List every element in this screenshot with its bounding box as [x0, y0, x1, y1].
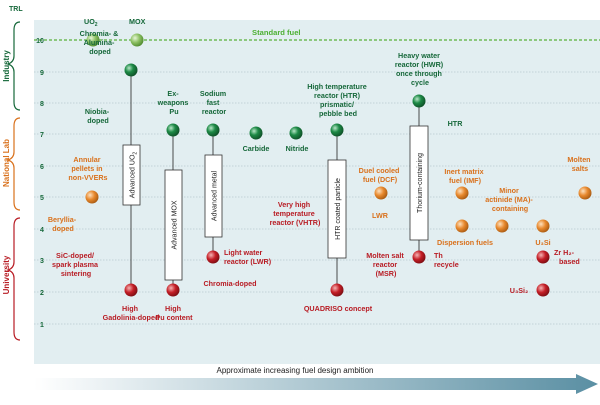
label-zr-h2: Zr H₂- based	[554, 248, 580, 266]
label-lwr-red: Light water reactor (LWR)	[224, 248, 272, 266]
label-u3si: U₃Si	[535, 238, 550, 247]
marker-hwr	[412, 94, 426, 108]
tick-3: 3	[40, 258, 44, 265]
marker-sodium-fast	[206, 123, 220, 137]
tick-6: 6	[40, 164, 44, 171]
marker-htr-prismatic	[330, 123, 344, 137]
label-molten-salts: Molten salts	[567, 155, 592, 173]
label-hwr: Heavy water reactor (HWR) once through c…	[395, 51, 445, 87]
marker-inert-matrix	[455, 186, 469, 200]
label-msr: Molten salt reactor (MSR)	[366, 251, 406, 278]
marker-carbide	[249, 126, 263, 140]
band-national-lab: National Lab	[2, 139, 11, 187]
label-htr: HTR	[448, 119, 464, 128]
box-advanced-uo2	[122, 144, 141, 206]
tick-1: 1	[40, 322, 44, 329]
marker-zr-h2	[536, 250, 550, 264]
marker-high-pu	[166, 283, 180, 297]
label-dual-cooled: Duel cooled fuel (DCF)	[359, 166, 402, 184]
label-minor-actinide: Minor actinide (MA)- containing	[485, 186, 535, 213]
marker-high-gadolinia	[124, 283, 138, 297]
box-htr-coated-particle	[327, 159, 347, 259]
label-beryllia: Beryllia- doped	[48, 215, 78, 233]
marker-minor-actinide	[495, 219, 509, 233]
label-nitride: Nitride	[286, 144, 309, 153]
x-axis-title: Approximate increasing fuel design ambit…	[217, 366, 374, 375]
industry-bracket	[6, 21, 21, 111]
label-htr-coated-particle: HTR coated particle	[335, 178, 342, 240]
marker-u3si	[536, 219, 550, 233]
label-lwr-orange: LWR	[372, 211, 389, 220]
marker-uo2	[86, 33, 100, 47]
label-sodium-fast: Sodium fast reactor	[200, 89, 228, 116]
label-u3si2: U₃Si₂	[510, 286, 529, 295]
tick-9: 9	[40, 70, 44, 77]
marker-mox	[130, 33, 144, 47]
band-industry: Industry	[2, 50, 11, 82]
tick-5: 5	[40, 195, 44, 202]
label-sic-doped: SiC-doped/ spark plasma sintering	[52, 251, 100, 278]
label-annular: Annular pellets in non-VVERs	[68, 155, 107, 182]
marker-quadriso	[330, 283, 344, 297]
label-advanced-uo2: Advanced UO2	[130, 152, 139, 199]
tick-10: 10	[36, 38, 44, 45]
label-advanced-mox: Advanced MOX	[172, 200, 179, 249]
y-ticks: 10 9 8 7 6 5 4 3 2 1	[36, 38, 44, 329]
label-chromia-alumina: Chromia- & Alumina- doped	[80, 29, 121, 56]
tick-4: 4	[40, 227, 44, 234]
label-advanced-metal: Advanced metal	[212, 170, 219, 221]
marker-annular	[85, 190, 99, 204]
box-thorium-containing	[409, 125, 429, 241]
label-th-recycle: Th recycle	[434, 251, 459, 269]
marker-molten-salts	[578, 186, 592, 200]
y-axis-title: TRL	[9, 6, 23, 13]
markers	[85, 33, 592, 297]
university-bracket	[6, 217, 21, 341]
label-carbide: Carbide	[243, 144, 270, 153]
label-chromia-doped: Chromia-doped	[203, 279, 256, 288]
marker-chromia-alumina	[124, 63, 138, 77]
tick-2: 2	[40, 290, 44, 297]
marker-u3si2	[536, 283, 550, 297]
marker-ex-weapons	[166, 123, 180, 137]
label-mox: MOX	[129, 17, 146, 26]
label-niobia: Niobia- doped	[85, 107, 111, 125]
band-university: University	[2, 255, 11, 294]
ambition-arrow	[34, 374, 598, 394]
label-dispersion: Dispersion fuels	[437, 238, 493, 247]
label-quadriso: QUADRISO concept	[304, 304, 373, 313]
tick-7: 7	[40, 132, 44, 139]
tick-8: 8	[40, 101, 44, 108]
marker-lwr	[206, 250, 220, 264]
label-vhtr: Very high temperature reactor (VHTR)	[270, 200, 321, 227]
group-boxes: Advanced UO2 Advanced MOX Advanced metal…	[122, 125, 429, 281]
label-ex-weapons: Ex- weapons Pu	[157, 89, 191, 116]
box-advanced-metal	[204, 154, 223, 238]
label-high-pu: High Pu content	[155, 304, 193, 322]
label-htr-prismatic: High temperature reactor (HTR) prismatic…	[307, 82, 369, 118]
label-inert-matrix: Inert matrix fuel (IMF)	[444, 167, 485, 185]
national-lab-bracket	[6, 117, 21, 211]
label-uo2: UO2	[84, 17, 98, 28]
marker-dispersion	[455, 219, 469, 233]
label-high-gadolinia: High Gadolinia-doped	[103, 304, 160, 322]
label-standard-fuel: Standard fuel	[252, 28, 301, 37]
marker-nitride	[289, 126, 303, 140]
marker-dual-cooled	[374, 186, 388, 200]
marker-msr	[412, 250, 426, 264]
label-thorium-containing: Thorium-containing	[417, 153, 424, 213]
box-advanced-mox	[164, 169, 183, 281]
